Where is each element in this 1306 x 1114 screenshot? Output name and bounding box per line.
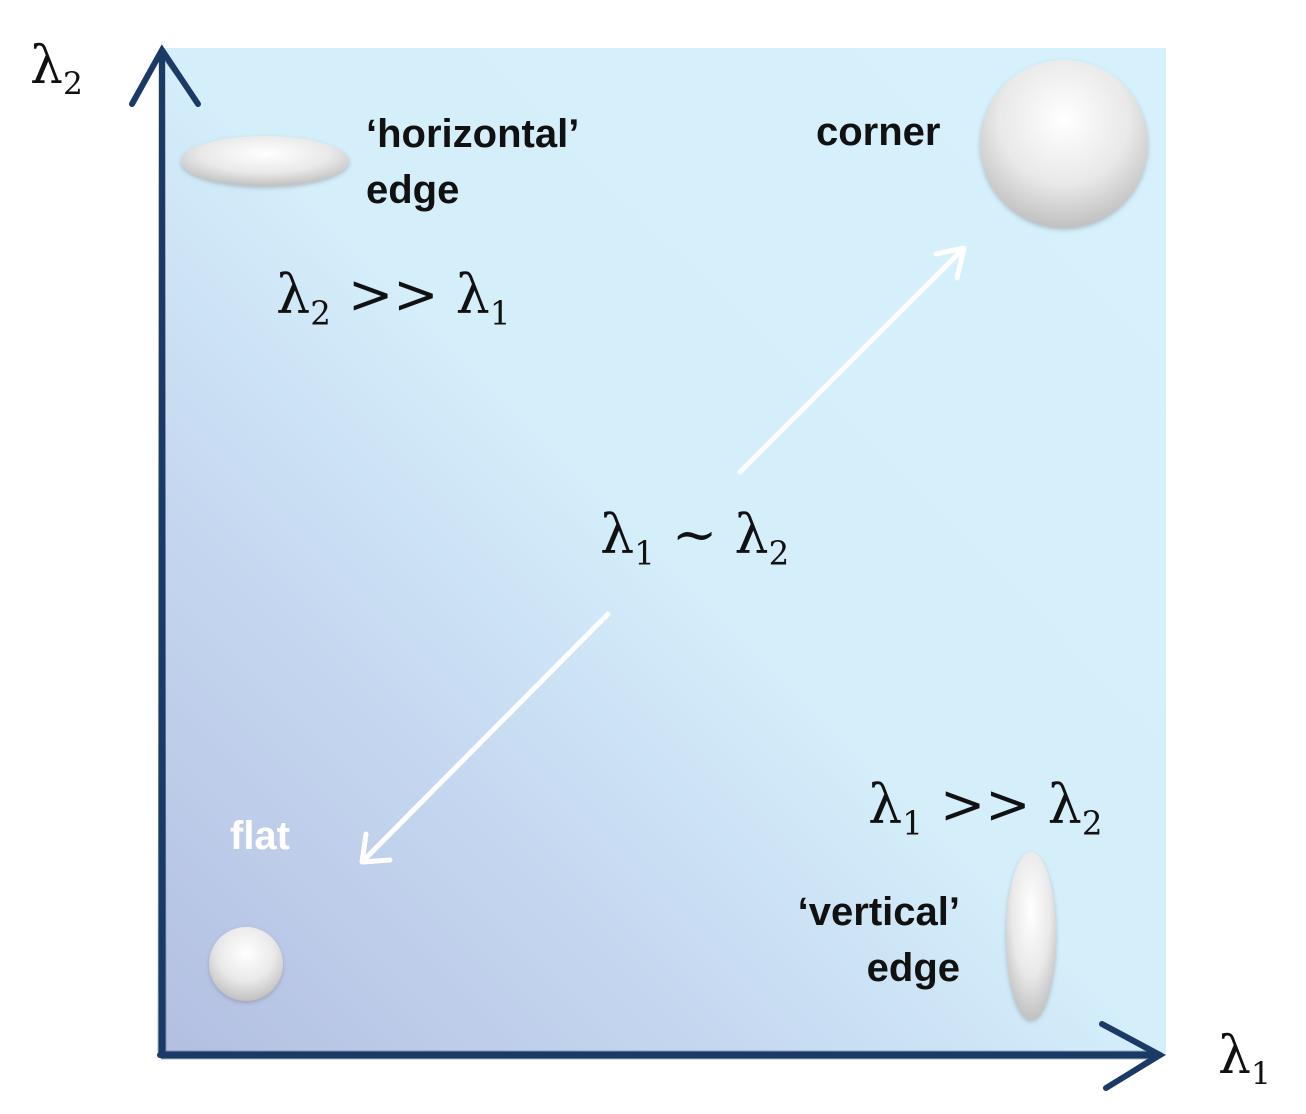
relation-diagonal: λ1 ~ λ2 bbox=[600, 508, 789, 570]
relation-horizontal-op: >> bbox=[330, 263, 456, 326]
relation-vertical-b-sub: 2 bbox=[1081, 804, 1103, 843]
relation-vertical-op: >> bbox=[922, 773, 1048, 836]
horizontal-edge-ellipse bbox=[181, 136, 349, 186]
y-axis-label: λ2 bbox=[30, 40, 83, 100]
relation-vertical-edge: λ1 >> λ2 bbox=[868, 778, 1103, 840]
flat-circle bbox=[209, 927, 283, 1001]
relation-diagonal-a-sub: 1 bbox=[634, 534, 655, 573]
y-axis-subscript: 2 bbox=[62, 65, 83, 102]
vertical-edge-label-line1: ‘vertical’ bbox=[797, 890, 960, 934]
relation-diagonal-op: ~ bbox=[654, 503, 735, 566]
flat-label-text: flat bbox=[230, 814, 290, 858]
x-axis bbox=[157, 1021, 1167, 1091]
relation-horizontal-b: λ bbox=[455, 263, 490, 326]
vertical-edge-label: ‘vertical’ edge bbox=[760, 884, 960, 996]
corner-label: corner bbox=[816, 104, 941, 160]
eigenvalue-plane bbox=[160, 48, 1166, 1053]
horizontal-edge-label-line1: ‘horizontal’ bbox=[366, 112, 580, 156]
relation-vertical-a-sub: 1 bbox=[902, 804, 923, 843]
relation-horizontal-b-sub: 1 bbox=[489, 294, 511, 333]
relation-diagonal-b-sub: 2 bbox=[768, 534, 790, 573]
relation-horizontal-a-sub: 2 bbox=[310, 294, 331, 333]
vertical-edge-ellipse bbox=[1006, 852, 1056, 1020]
relation-vertical-b: λ bbox=[1047, 773, 1082, 836]
vertical-edge-label-line2: edge bbox=[866, 946, 960, 990]
y-axis-symbol: λ bbox=[30, 36, 63, 96]
flat-label: flat bbox=[230, 808, 290, 864]
relation-diagonal-a: λ bbox=[600, 503, 635, 566]
y-axis bbox=[129, 44, 201, 1058]
horizontal-edge-label: ‘horizontal’ edge bbox=[366, 106, 579, 218]
x-axis-label: λ1 bbox=[1218, 1030, 1271, 1090]
x-axis-subscript: 1 bbox=[1250, 1055, 1271, 1092]
horizontal-edge-label-line2: edge bbox=[366, 168, 460, 212]
relation-vertical-a: λ bbox=[868, 773, 903, 836]
arrow-to-corner bbox=[737, 245, 967, 475]
x-axis-symbol: λ bbox=[1218, 1026, 1251, 1086]
arrow-to-flat bbox=[359, 611, 611, 865]
corner-circle bbox=[980, 60, 1148, 228]
corner-label-text: corner bbox=[816, 110, 941, 154]
relation-diagonal-b: λ bbox=[734, 503, 769, 566]
relation-horizontal-a: λ bbox=[276, 263, 311, 326]
relation-horizontal-edge: λ2 >> λ1 bbox=[276, 268, 511, 330]
